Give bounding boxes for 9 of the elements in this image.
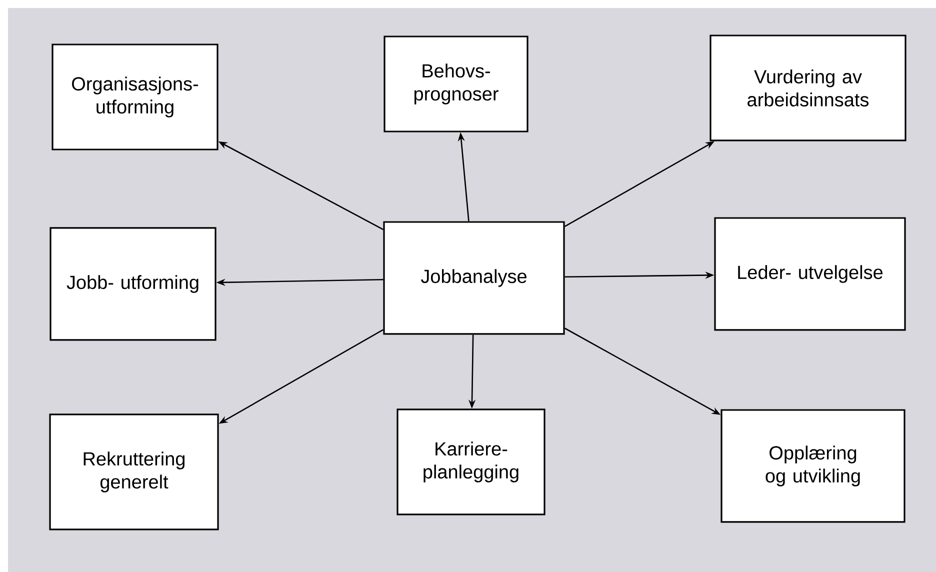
text-box: Opplæring og utvikling [720,409,906,523]
text-box: Jobbanalyse [383,221,565,335]
text-box: Vurdering av arbeidsinnsats [710,34,906,142]
text-box: Behovs- prognoser [384,36,528,132]
text-box: Jobb- utforming [50,227,216,341]
text-box: Karriere- planlegging [396,408,546,516]
text-box: Leder- utvelgelse [714,217,906,331]
text-box: Rekruttering generelt [49,414,219,530]
text-box: Organisasjons- utforming [52,44,218,150]
